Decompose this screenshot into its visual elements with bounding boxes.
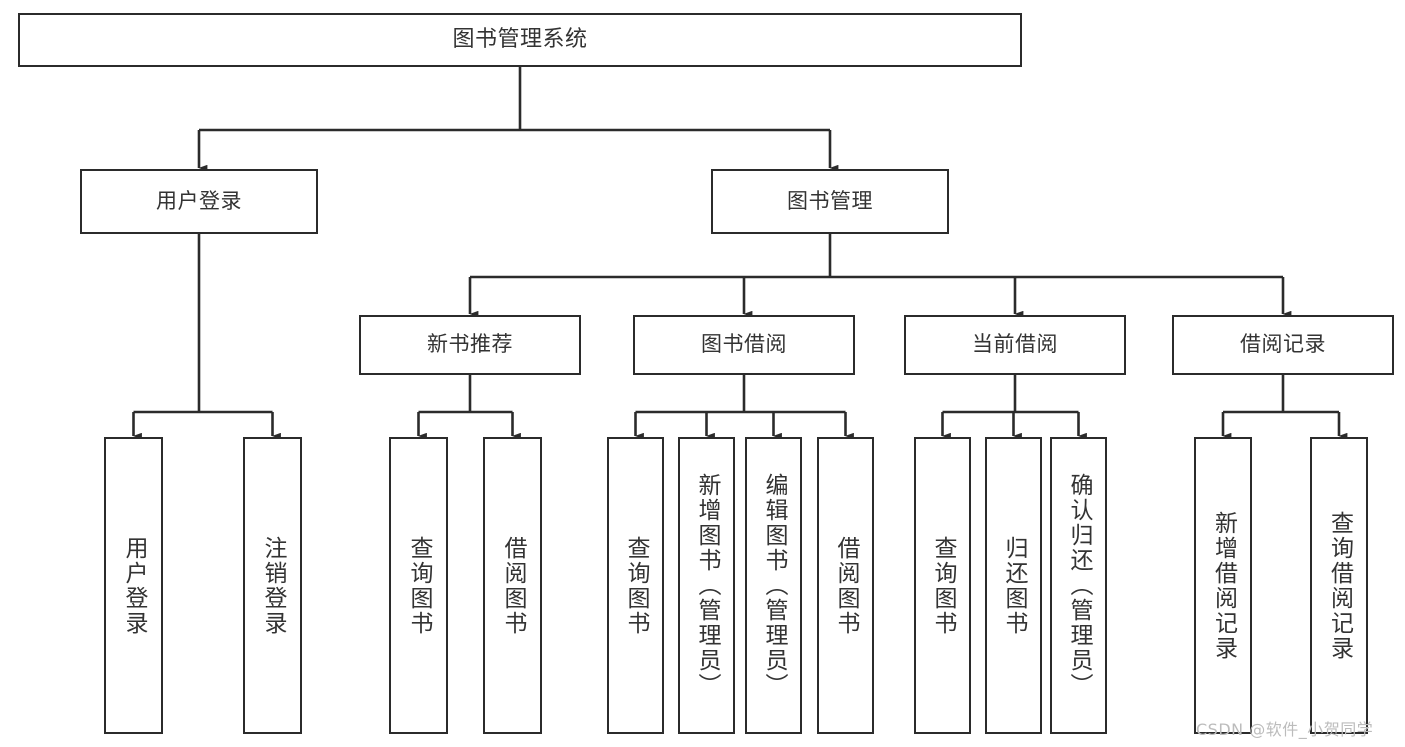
node-label: 图书借阅	[701, 332, 787, 357]
node-label: 当前借阅	[972, 332, 1058, 357]
node-l-query2[interactable]: 查询图书	[607, 437, 664, 734]
watermark-text: CSDN @软件_小贺同学	[1196, 720, 1374, 739]
node-label: 新书推荐	[427, 332, 513, 357]
node-label: 图书管理	[787, 188, 873, 213]
node-newbook[interactable]: 新书推荐	[359, 315, 581, 375]
node-label: 用户登录	[121, 535, 147, 636]
node-records[interactable]: 借阅记录	[1172, 315, 1394, 375]
node-label: 编辑图书（管理员）	[761, 473, 787, 698]
node-label: 查询图书	[623, 535, 649, 636]
node-l-query3[interactable]: 查询图书	[914, 437, 971, 734]
node-l-logout[interactable]: 注销登录	[243, 437, 302, 734]
node-label: 查询图书	[406, 535, 432, 636]
node-label: 查询借阅记录	[1326, 510, 1353, 661]
node-label: 新增图书（管理员）	[694, 473, 720, 698]
node-borrow[interactable]: 图书借阅	[633, 315, 855, 375]
node-label: 归还图书	[1001, 535, 1027, 636]
node-label: 查询图书	[930, 535, 956, 636]
node-l-addrec[interactable]: 新增借阅记录	[1194, 437, 1252, 734]
node-label: 注销登录	[260, 535, 286, 636]
node-label: 借阅图书	[500, 535, 526, 636]
node-label: 图书管理系统	[452, 26, 588, 52]
node-login[interactable]: 用户登录	[80, 169, 318, 234]
node-current[interactable]: 当前借阅	[904, 315, 1126, 375]
node-l-query1[interactable]: 查询图书	[389, 437, 448, 734]
edge-lines	[132, 67, 1348, 440]
node-l-add[interactable]: 新增图书（管理员）	[678, 437, 735, 734]
node-label: 新增借阅记录	[1210, 510, 1237, 661]
node-label: 确认归还（管理员）	[1066, 473, 1092, 698]
node-bookmgmt[interactable]: 图书管理	[711, 169, 949, 234]
node-l-return[interactable]: 归还图书	[985, 437, 1042, 734]
node-label: 借阅记录	[1240, 332, 1326, 357]
node-l-login[interactable]: 用户登录	[104, 437, 163, 734]
node-l-borrow2[interactable]: 借阅图书	[817, 437, 874, 734]
node-label: 用户登录	[156, 188, 242, 213]
node-root[interactable]: 图书管理系统	[18, 13, 1022, 67]
node-l-borrow1[interactable]: 借阅图书	[483, 437, 542, 734]
node-l-edit[interactable]: 编辑图书（管理员）	[745, 437, 802, 734]
node-label: 借阅图书	[833, 535, 859, 636]
node-l-queryrec[interactable]: 查询借阅记录	[1310, 437, 1368, 734]
node-l-confirm[interactable]: 确认归还（管理员）	[1050, 437, 1107, 734]
